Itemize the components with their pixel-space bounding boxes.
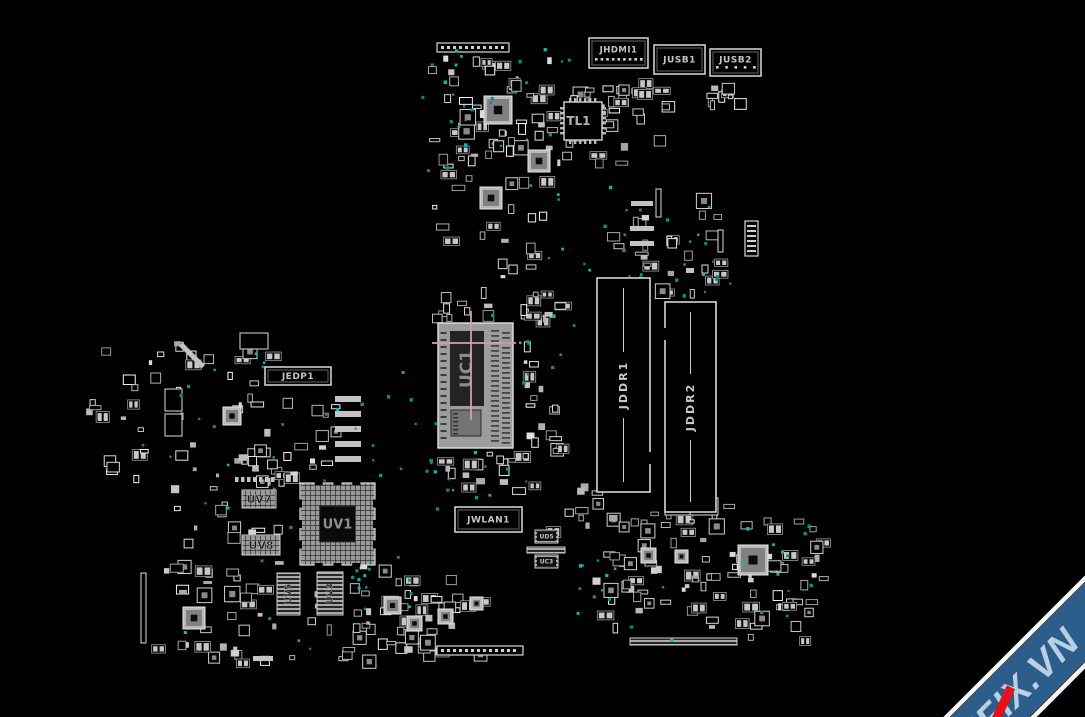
board-part (335, 411, 361, 417)
component-uc3[interactable]: UC3 (534, 554, 559, 569)
component-label: UC1 (457, 350, 477, 388)
board-part (335, 441, 361, 447)
board-part (164, 413, 183, 437)
board-part (436, 645, 524, 656)
board-part (630, 226, 654, 231)
component-label: JHDMI1 (599, 45, 638, 55)
board-part (164, 388, 183, 412)
hnfix-watermark: HNFIX.VN (859, 552, 1085, 717)
component-uv5[interactable]: UV5 (276, 572, 301, 616)
component-label: UV8 (248, 539, 273, 552)
qfn-chip (437, 608, 454, 625)
board-part (335, 396, 361, 402)
component-label: JUSB1 (662, 56, 696, 66)
component-label: JUSB2 (718, 55, 752, 65)
qfn-chip (406, 615, 423, 632)
component-label: UV1 (323, 518, 353, 533)
component-label: TL1 (566, 114, 590, 128)
qfn-chip (479, 186, 503, 210)
component-tl1[interactable]: TL1 (560, 98, 606, 144)
component-uv3[interactable]: UV3 (316, 571, 344, 616)
component-uv7[interactable]: UV7 (241, 489, 277, 509)
board-part (630, 241, 654, 246)
selection-crosshair (432, 311, 516, 420)
board-part (744, 220, 759, 257)
component-jwlan1[interactable]: JWLAN1 (454, 506, 523, 533)
board-part (253, 656, 273, 661)
component-jhdmi1[interactable]: JHDMI1 (588, 37, 649, 69)
board-part (526, 546, 566, 554)
component-label: UV3 (326, 583, 336, 604)
qfn-chip (469, 596, 484, 611)
board-part (629, 637, 738, 646)
qfn-chip (222, 406, 242, 426)
component-label: JWLAN1 (466, 516, 510, 526)
qfn-chip (674, 549, 689, 564)
component-uc1[interactable]: UC1 (437, 322, 514, 449)
component-label: UC3 (540, 559, 553, 566)
component-uv8[interactable]: UV8 (241, 534, 281, 556)
qfn-chip (383, 596, 402, 615)
component-label: JEDP1 (281, 372, 314, 382)
component-label: JDDR1 (617, 361, 630, 410)
component-uv1[interactable]: UV1 (298, 481, 377, 567)
component-label: UV7 (246, 493, 271, 506)
board-part (335, 456, 361, 462)
board-part (235, 477, 275, 482)
board-part (140, 572, 147, 644)
qfn-chip (640, 547, 657, 564)
qfn-chip (483, 95, 513, 125)
component-jedp1[interactable]: JEDP1 (264, 366, 332, 386)
qfn-chip (737, 544, 769, 576)
board-part (686, 268, 694, 273)
component-jusb2[interactable]: JUSB2 (709, 48, 762, 77)
board-part (178, 342, 206, 369)
qfn-chip (182, 606, 206, 630)
board-part (335, 426, 361, 432)
board-part (436, 42, 510, 53)
component-ud5[interactable]: UD5 (534, 529, 559, 544)
component-label: UD5 (539, 534, 553, 541)
board-part (717, 229, 724, 253)
board-part (239, 332, 269, 350)
board-part (631, 201, 653, 206)
component-jddr1[interactable]: JDDR1 (596, 277, 651, 493)
component-label: JDDR2 (684, 383, 697, 432)
component-jddr2[interactable]: JDDR2 (664, 301, 717, 513)
component-label: UV5 (284, 584, 294, 605)
board-part (701, 264, 709, 274)
board-part (655, 188, 662, 218)
qfn-chip (527, 149, 551, 173)
component-jusb1[interactable]: JUSB1 (653, 44, 706, 75)
